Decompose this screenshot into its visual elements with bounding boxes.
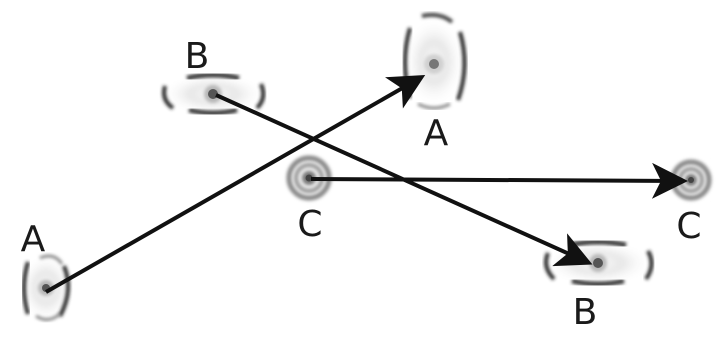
dot-a-end-icon xyxy=(403,12,467,110)
label-a-end: A xyxy=(423,113,449,154)
label-a-start: A xyxy=(20,219,46,260)
dot-a-start-icon xyxy=(20,254,72,322)
dot-b-end-icon xyxy=(544,239,654,287)
label-c-start: C xyxy=(297,204,323,245)
label-b-start: B xyxy=(184,36,210,77)
arrow-a xyxy=(45,75,426,294)
label-c-end: C xyxy=(676,206,702,247)
label-b-end: B xyxy=(572,292,598,333)
arrow-c xyxy=(310,162,688,199)
